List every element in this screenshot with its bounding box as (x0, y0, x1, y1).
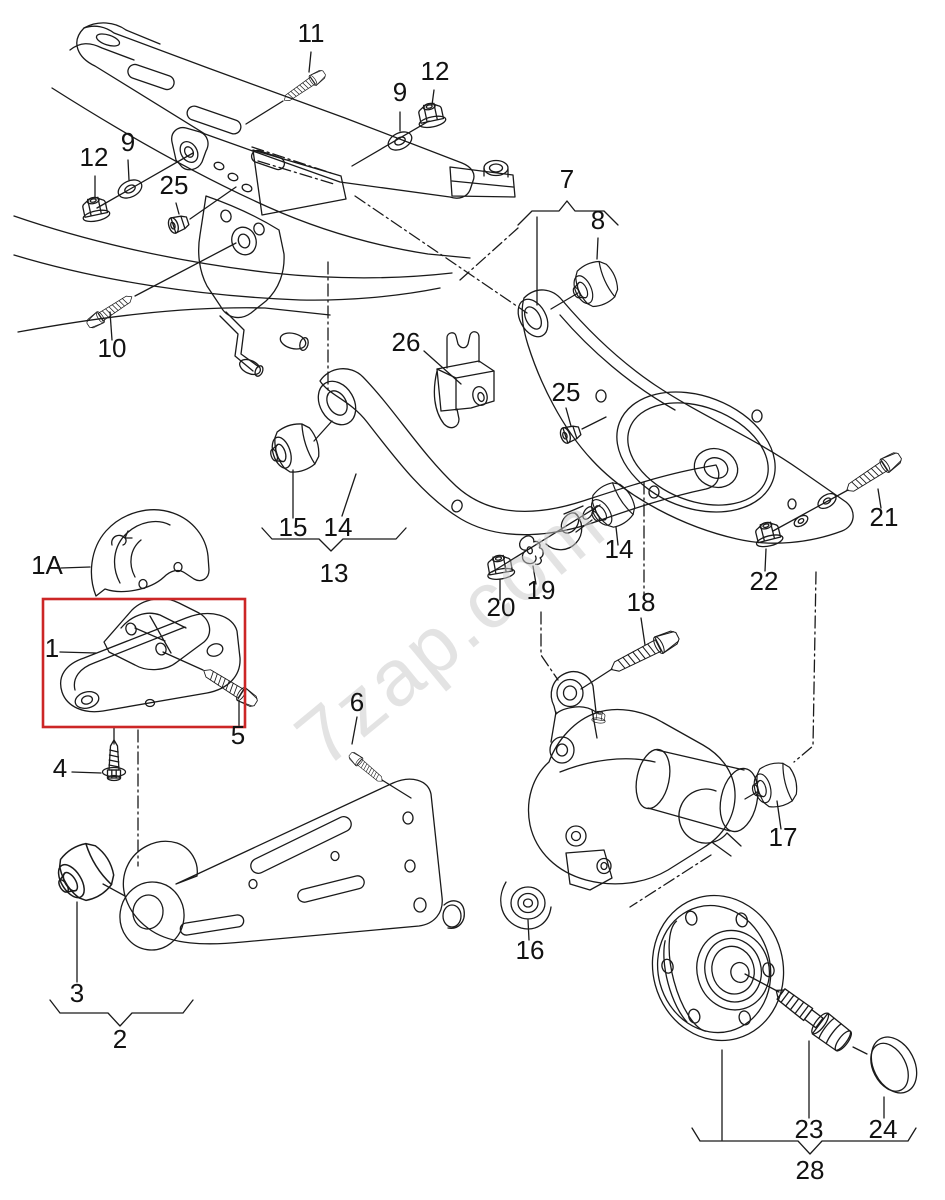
wheel-bearing-housing (500, 671, 759, 930)
bushing-3 (45, 834, 123, 912)
part-label-9-washer[interactable]: 9 (393, 77, 407, 107)
part-label-22-nut[interactable]: 22 (750, 566, 779, 596)
rear-subframe (69, 22, 516, 377)
bolt-10 (84, 291, 136, 331)
leader-lines (49, 51, 917, 1155)
part-label-13-upper-control-arm[interactable]: 13 (320, 558, 349, 588)
bolt-21 (842, 449, 905, 498)
wheel-hub (651, 894, 918, 1094)
lower-control-arm (517, 289, 854, 544)
screw-25-left (165, 212, 191, 236)
wheel-hub-bolt (775, 988, 853, 1052)
bushing-15 (263, 418, 325, 480)
bolt-11 (280, 67, 328, 106)
part-label-2-trailing-arm[interactable]: 2 (113, 1024, 127, 1054)
part-label-17-bushing[interactable]: 17 (769, 822, 798, 852)
screw-4 (101, 739, 127, 782)
part-label-18-bolt[interactable]: 18 (627, 587, 656, 617)
part-label-9-washer[interactable]: 9 (121, 127, 135, 157)
nut-12-left (78, 194, 112, 225)
trailing-arm (119, 778, 465, 951)
bracket-mount-1 (60, 598, 241, 713)
part-label-4-tapping-screw[interactable]: 4 (53, 753, 67, 783)
part-label-1A-protective-cover[interactable]: 1A (31, 550, 63, 580)
part-label-21-bolt[interactable]: 21 (870, 502, 899, 532)
part-label-15-bushing[interactable]: 15 (279, 512, 308, 542)
highlight-box (41, 597, 247, 729)
bushing-8 (564, 255, 624, 315)
part-label-26-retaining-bracket[interactable]: 26 (392, 327, 421, 357)
part-label-25-fitting-screw[interactable]: 25 (160, 170, 189, 200)
part-label-6-bolt[interactable]: 6 (350, 687, 364, 717)
bushing-17 (746, 758, 802, 813)
part-label-14-bushing[interactable]: 14 (605, 534, 634, 564)
part-label-28-wheel-hub-assembly[interactable]: 28 (796, 1155, 825, 1185)
part-label-3-trailing-arm-bushing[interactable]: 3 (70, 978, 84, 1008)
part-label-11-bolt[interactable]: 11 (298, 18, 325, 48)
hub-cap (870, 1036, 918, 1094)
retaining-bracket-26 (433, 331, 495, 429)
part-label-16-wheel-bearing-housing[interactable]: 16 (516, 935, 545, 965)
part-label-25-fitting-screw[interactable]: 25 (552, 377, 581, 407)
cover-1a (90, 509, 210, 597)
part-label-5-bolt[interactable]: 5 (231, 720, 245, 750)
part-label-10-bolt[interactable]: 10 (98, 333, 127, 363)
part-label-7-lower-control-arm[interactable]: 7 (560, 164, 574, 194)
nut-12-right (414, 100, 448, 131)
part-label-1-bracket-mount[interactable]: 1 (45, 633, 59, 663)
nut-22 (751, 518, 785, 550)
part-label-8-bushing[interactable]: 8 (591, 205, 605, 235)
part-label-14-bushing[interactable]: 14 (324, 512, 353, 542)
part-label-20-nut[interactable]: 20 (487, 592, 516, 622)
part-label-19-retaining-clip[interactable]: 19 (527, 575, 556, 605)
bolt-18 (606, 626, 683, 679)
part-label-24-cap[interactable]: 24 (869, 1114, 898, 1144)
bolt-5 (199, 663, 261, 710)
part-label-12-nut[interactable]: 12 (80, 142, 109, 172)
body-ghost-lines (13, 87, 471, 333)
part-label-23-wheel-hub-bolt[interactable]: 23 (795, 1114, 824, 1144)
part-label-12-nut[interactable]: 12 (421, 56, 450, 86)
